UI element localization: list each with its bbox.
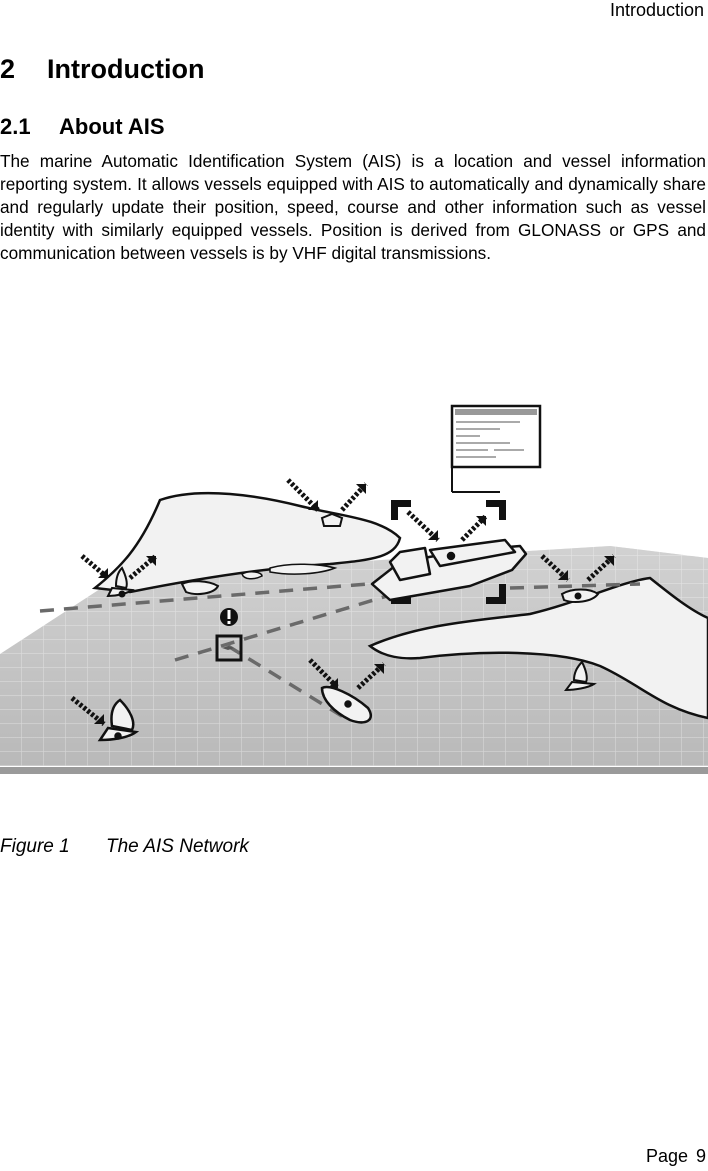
page-number: 9 [696,1146,706,1166]
subsection-title: About AIS [59,114,165,139]
section-title: Introduction [47,54,204,84]
motorboat-illustration [322,514,342,526]
running-header: Introduction [610,0,704,21]
section-number: 2 [0,54,47,85]
page-label: Page [646,1146,688,1166]
subsection-number: 2.1 [0,114,59,140]
figure-caption-text: The AIS Network [106,836,249,857]
motorboat-illustration [182,581,218,594]
figure-label: Figure 1 [0,836,106,858]
page-footer: Page 9 [646,1146,706,1167]
ais-network-illustration [0,388,708,783]
body-paragraph: The marine Automatic Identification Syst… [0,150,706,265]
ais-display-screen-icon [452,406,540,492]
